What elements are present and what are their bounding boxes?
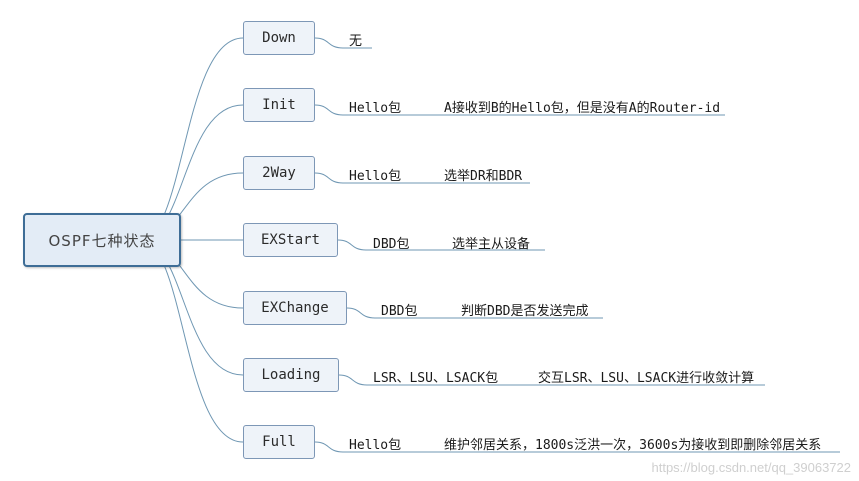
root-node[interactable]: OSPF七种状态 bbox=[23, 213, 181, 267]
state-node-full[interactable]: Full bbox=[243, 425, 315, 459]
watermark-url: https://blog.csdn.net/qq_39063722 bbox=[651, 460, 852, 475]
note-label-2way: 选举DR和BDR bbox=[444, 169, 523, 184]
note-label-loading: 交互LSR、LSU、LSACK进行收敛计算 bbox=[538, 371, 755, 386]
branch-connector bbox=[139, 37, 244, 241]
leaf-underline bbox=[346, 307, 603, 319]
state-node-exchange[interactable]: EXChange bbox=[243, 291, 347, 325]
leaf-underline bbox=[337, 239, 545, 251]
state-label: 2Way bbox=[262, 165, 296, 181]
note-label-exchange: 判断DBD是否发送完成 bbox=[461, 304, 589, 319]
packet-label-exstart: DBD包 bbox=[373, 237, 410, 252]
state-node-exstart[interactable]: EXStart bbox=[243, 223, 338, 257]
state-label: EXChange bbox=[261, 300, 329, 316]
state-node-loading[interactable]: Loading bbox=[243, 358, 339, 392]
packet-label-2way: Hello包 bbox=[349, 169, 402, 184]
packet-label-down: 无 bbox=[349, 34, 363, 49]
state-label: Full bbox=[262, 434, 296, 450]
packet-label-full: Hello包 bbox=[349, 438, 402, 453]
leaf-underline bbox=[314, 172, 530, 184]
branch-connector bbox=[139, 239, 244, 443]
root-label: OSPF七种状态 bbox=[48, 231, 156, 250]
state-node-init[interactable]: Init bbox=[243, 88, 315, 122]
packet-label-exchange: DBD包 bbox=[381, 304, 418, 319]
leaf-underline bbox=[338, 374, 765, 386]
note-label-exstart: 选举主从设备 bbox=[452, 237, 531, 252]
packet-label-loading: LSR、LSU、LSACK包 bbox=[373, 371, 499, 386]
state-label: EXStart bbox=[260, 232, 320, 248]
state-node-down[interactable]: Down bbox=[243, 21, 315, 55]
state-label: Init bbox=[262, 97, 296, 113]
leaf-underline bbox=[314, 441, 840, 453]
state-node-2way[interactable]: 2Way bbox=[243, 156, 315, 190]
note-label-init: A接收到B的Hello包，但是没有A的Router-id bbox=[444, 101, 721, 116]
note-label-full: 维护邻居关系，1800s泛洪一次，3600s为接收到即删除邻居关系 bbox=[444, 438, 822, 453]
state-label: Loading bbox=[261, 367, 321, 383]
packet-label-init: Hello包 bbox=[349, 101, 402, 116]
state-label: Down bbox=[262, 30, 296, 46]
leaf-underline bbox=[314, 104, 725, 116]
leaf-underline bbox=[314, 37, 372, 49]
